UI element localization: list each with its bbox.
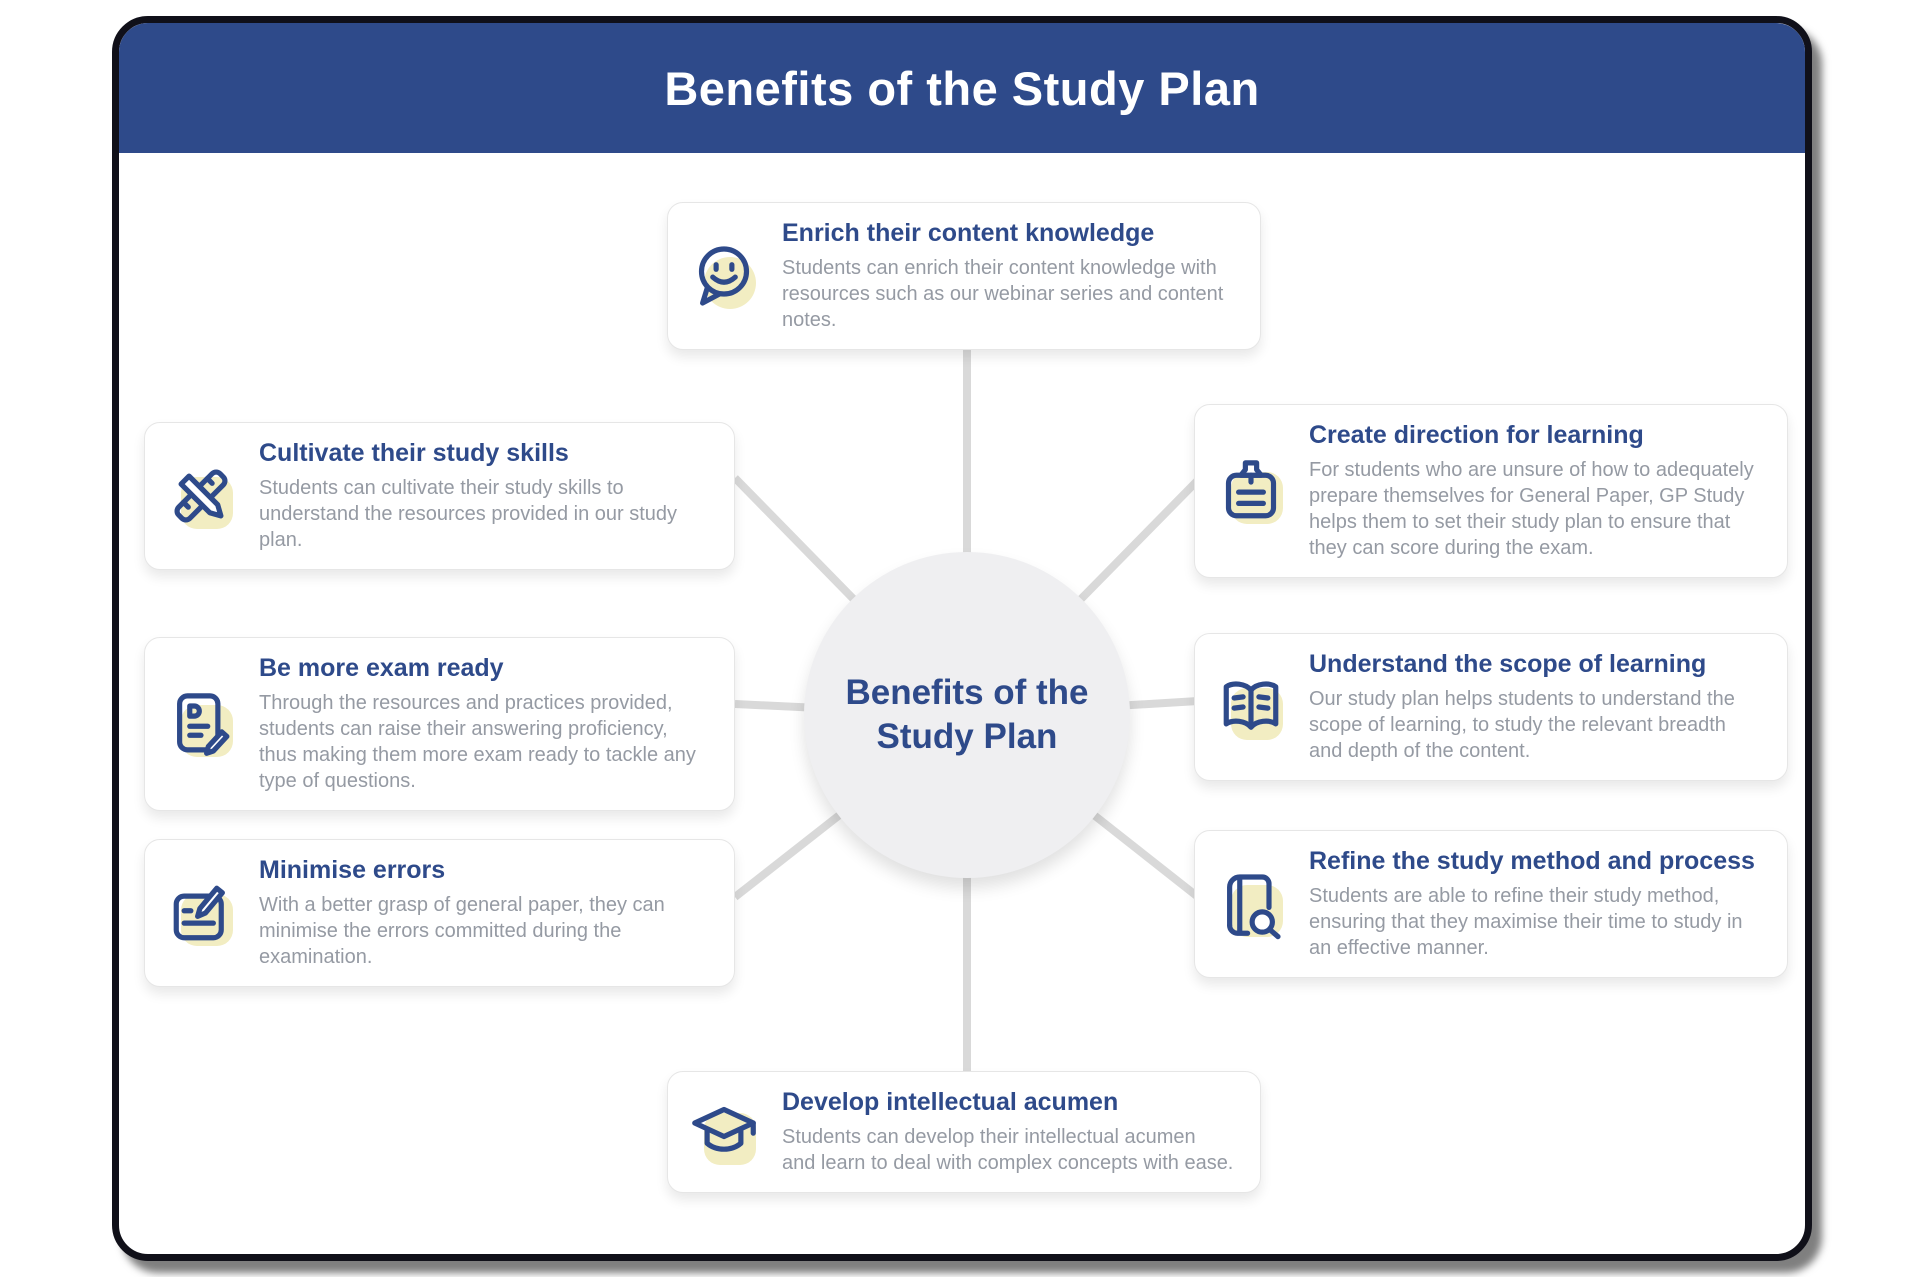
card-title: Create direction for learning	[1309, 421, 1644, 449]
exam-paper-pencil-icon	[165, 688, 237, 760]
open-book-icon	[1215, 671, 1287, 743]
card-body: With a better grasp of general paper, th…	[259, 894, 665, 968]
card-title: Minimise errors	[259, 856, 446, 884]
card-body: Our study plan helps students to underst…	[1309, 688, 1735, 762]
ruler-pencil-cross-icon	[165, 460, 237, 532]
header-bar: Benefits of the Study Plan	[119, 23, 1805, 153]
chat-smiley-icon	[688, 240, 760, 312]
benefit-card-create-direction: Create direction for learning For studen…	[1194, 404, 1788, 578]
card-body: Students can cultivate their study skill…	[259, 477, 678, 551]
card-body: For students who are unsure of how to ad…	[1309, 459, 1754, 559]
card-body: Students are able to refine their study …	[1309, 885, 1743, 959]
card-title: Enrich their content knowledge	[782, 219, 1155, 247]
graduation-cap-icon	[688, 1096, 760, 1168]
center-node-title: Benefits of the Study Plan	[845, 671, 1088, 759]
center-title-line1: Benefits of the	[845, 673, 1089, 713]
benefit-card-enrich-content-knowledge: Enrich their content knowledge Students …	[667, 202, 1261, 350]
center-title-line2: Study Plan	[876, 717, 1058, 756]
poster-frame: Benefits of the Study Plan Benefits of t…	[112, 16, 1812, 1261]
center-node: Benefits of the Study Plan	[804, 552, 1130, 878]
card-title: Be more exam ready	[259, 654, 504, 682]
card-title: Cultivate their study skills	[259, 439, 569, 467]
benefit-card-scope-of-learning: Understand the scope of learning Our stu…	[1194, 633, 1788, 781]
benefit-card-intellectual-acumen: Develop intellectual acumen Students can…	[667, 1071, 1261, 1193]
benefit-card-minimise-errors: Minimise errors With a better grasp of g…	[144, 839, 735, 987]
card-title: Develop intellectual acumen	[782, 1088, 1119, 1116]
benefit-card-cultivate-study-skills: Cultivate their study skills Students ca…	[144, 422, 735, 570]
card-body: Through the resources and practices prov…	[259, 692, 696, 792]
pinned-note-icon	[1215, 455, 1287, 527]
book-magnifier-icon	[1215, 868, 1287, 940]
benefit-card-refine-method: Refine the study method and process Stud…	[1194, 830, 1788, 978]
card-body: Students can enrich their content knowle…	[782, 257, 1224, 331]
page-title: Benefits of the Study Plan	[664, 61, 1260, 115]
benefit-card-exam-ready: Be more exam ready Through the resources…	[144, 637, 735, 811]
card-title: Refine the study method and process	[1309, 847, 1755, 875]
card-title: Understand the scope of learning	[1309, 650, 1707, 678]
edit-note-pencil-icon	[165, 877, 237, 949]
card-body: Students can develop their intellectual …	[782, 1126, 1234, 1174]
